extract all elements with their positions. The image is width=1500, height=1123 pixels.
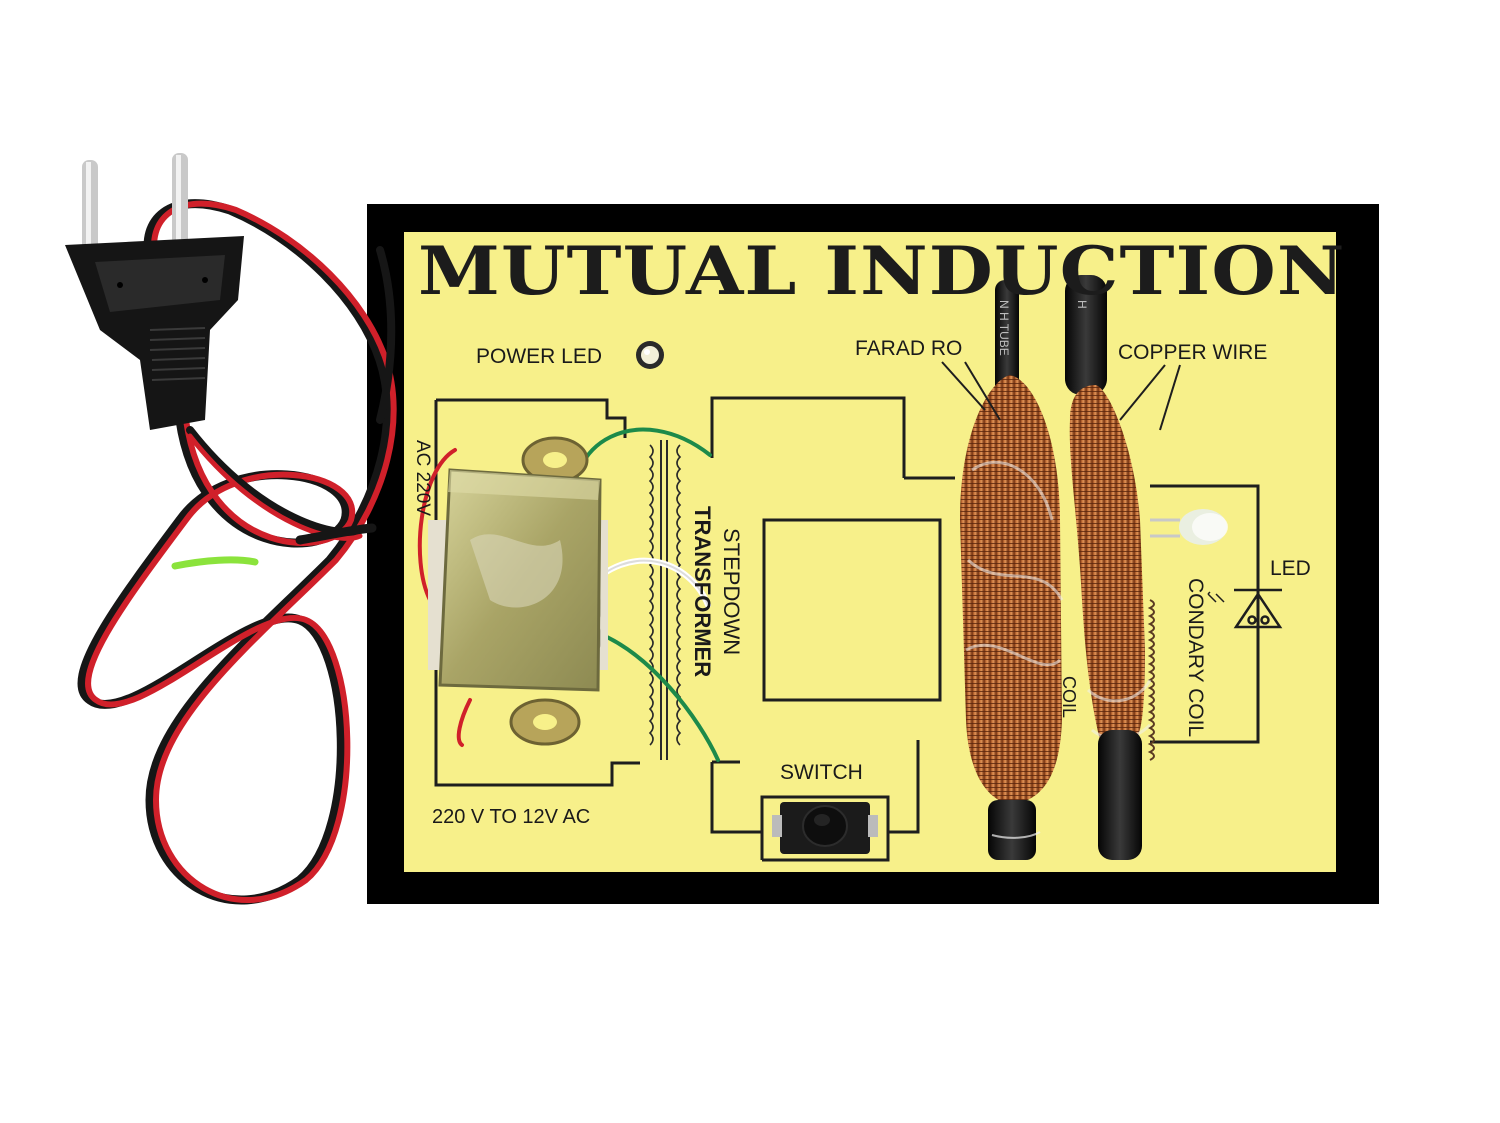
primary-coil-label: COIL [1059, 676, 1079, 719]
rod-marking-1: N H TUBE [997, 300, 1011, 356]
ac-input-label: AC 220V [412, 440, 433, 517]
push-switch-icon[interactable] [772, 802, 878, 854]
led-symbol-icon [1207, 588, 1283, 629]
secondary-coil-label: CONDARY COIL [1184, 578, 1207, 738]
led-label: LED [1270, 557, 1311, 580]
power-led-label: POWER LED [476, 345, 603, 368]
switch-label: SWITCH [780, 761, 863, 784]
two-pin-plug-icon [65, 153, 244, 430]
circuit-lines [434, 396, 1260, 862]
output-led [1150, 509, 1228, 545]
primary-coil-rod [960, 280, 1064, 860]
secondary-coil-rod [1065, 275, 1152, 860]
power-led [636, 341, 664, 369]
board-title: MUTUAL INDUCTION [418, 232, 1346, 310]
cable-tie [171, 556, 259, 570]
copper-wire-label: COPPER WIRE [1118, 341, 1268, 364]
pointer-lines [941, 361, 1181, 431]
rod-marking-2: H [1075, 300, 1089, 309]
transformer-label: TRANSFORMER [690, 506, 715, 678]
power-cord [77, 199, 397, 905]
voltage-rating-label: 220 V TO 12V AC [432, 806, 591, 828]
transformer-leads [417, 427, 720, 762]
transformer-body [428, 436, 608, 746]
stepdown-label: STEPDOWN [719, 528, 744, 656]
farad-rod-label: FARAD RO [855, 337, 963, 360]
